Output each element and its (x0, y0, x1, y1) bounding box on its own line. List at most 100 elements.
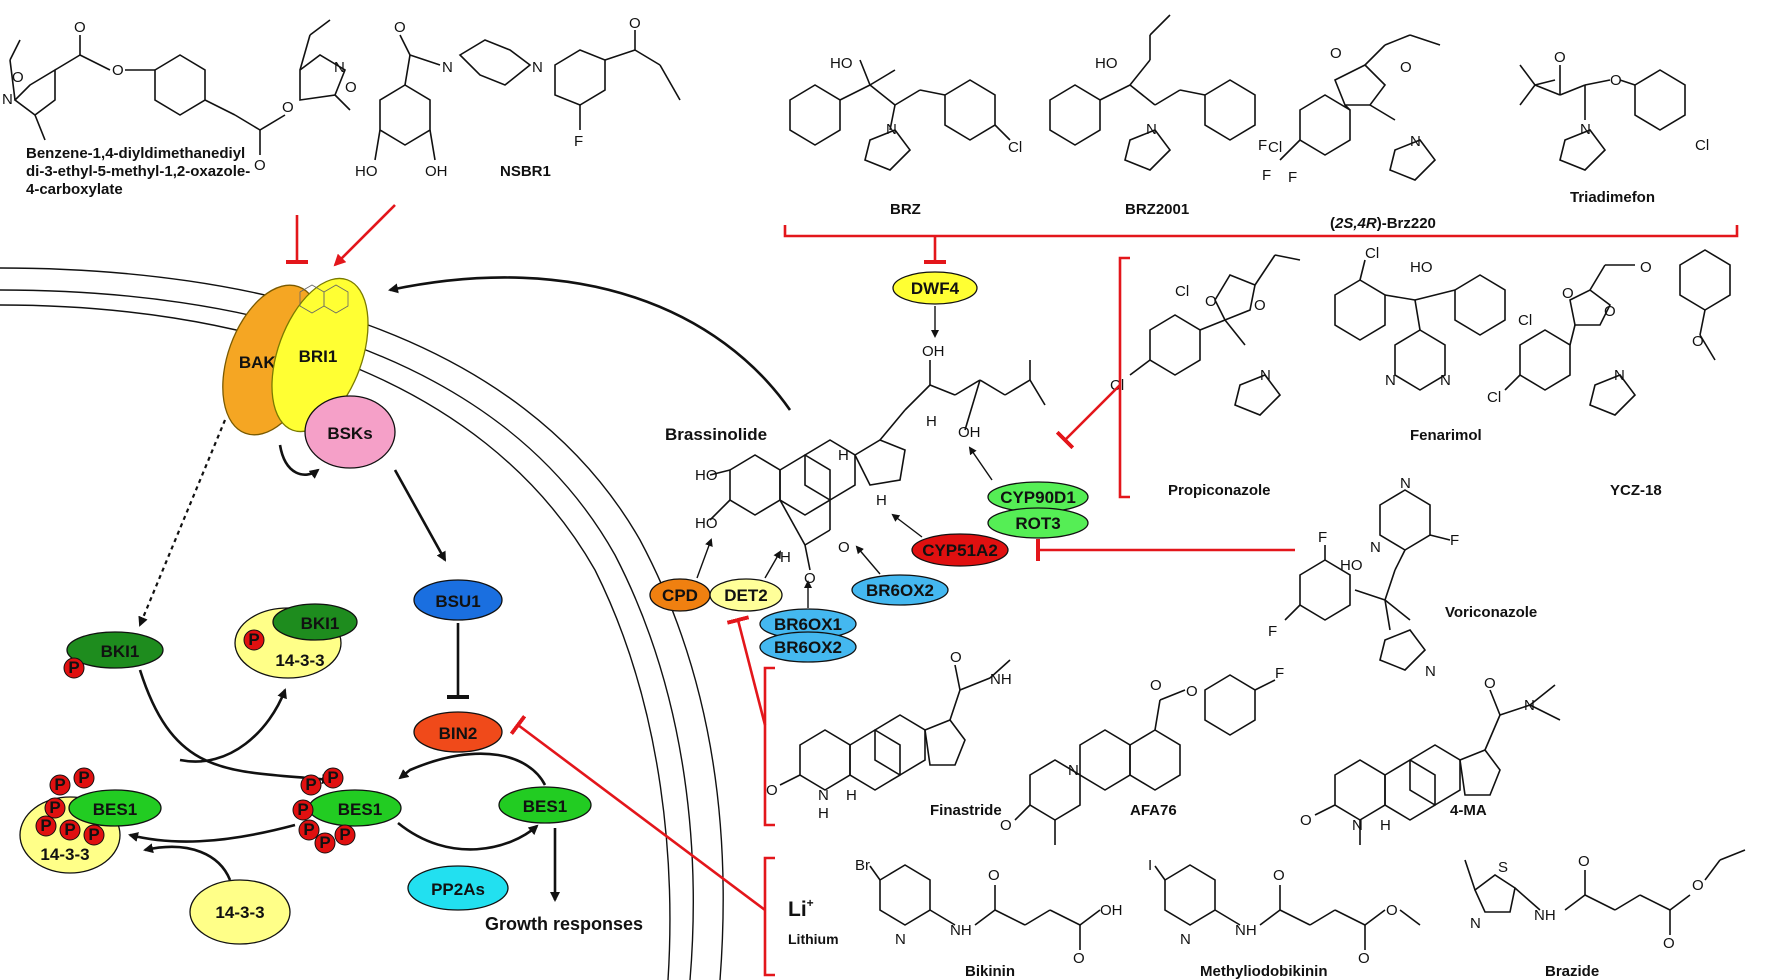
phospho-label: P (49, 798, 60, 817)
nsbr1-label: NSBR1 (500, 163, 551, 180)
br6ox2-label: BR6OX2 (866, 581, 934, 600)
lithium-symbol-text: Li (788, 898, 807, 921)
atom-o: O (838, 539, 850, 556)
bki1-1433-complex: 14-3-3 BKI1 P (234, 603, 358, 679)
atom-o: O (1562, 285, 1574, 302)
bsks-label: BSKs (327, 424, 372, 443)
atom-n: N (1524, 697, 1535, 714)
atom-n: N (1260, 367, 1271, 384)
phospho-label: P (64, 820, 75, 839)
phospho-label: P (327, 768, 338, 787)
br6ox1-node: BR6OX1 (759, 608, 857, 640)
benzene-diyl-oxazole-structure: O N O O O O N O (2, 19, 357, 174)
atom-n: N (1400, 475, 1411, 492)
atom-cl: Cl (1487, 389, 1501, 406)
atom-n: N (818, 787, 829, 804)
atom-o: O (1554, 49, 1566, 66)
bsks-to-bsu1-arrow (393, 469, 447, 562)
atom-n: N (1146, 121, 1157, 138)
ycz18-structure: O O O O Cl N (1487, 249, 1731, 416)
atom-o: O (1073, 950, 1085, 967)
atom-h: H (1380, 817, 1391, 834)
finastride-label: Finastride (930, 802, 1002, 819)
brassinolide-bound-icon (299, 284, 349, 314)
atom-s: S (1498, 859, 1508, 876)
atom-nh: NH (950, 922, 972, 939)
atom-h: H (876, 492, 887, 509)
bin2-phosphorylation-arrow (398, 752, 547, 786)
atom-n: N (532, 59, 543, 76)
atom-o: O (1578, 853, 1590, 870)
phospho-label: P (54, 775, 65, 794)
cyp51a2-label: CYP51A2 (922, 541, 998, 560)
pp2as-label: PP2As (431, 880, 485, 899)
bki1-to-bes1-arrow (138, 669, 332, 785)
atom-ho: HO (695, 467, 718, 484)
p1433-free-label: 14-3-3 (215, 903, 264, 922)
atom-o: O (1692, 877, 1704, 894)
atom-n: N (895, 931, 906, 948)
phospho-label: P (68, 658, 79, 677)
atom-n: N (1410, 133, 1421, 150)
methyliodobikinin-structure: I N NH O O O (1148, 857, 1421, 967)
benzene-diyl-label-line1: Benzene-1,4-diyldimethanediyl (26, 145, 245, 162)
br6ox1-label: BR6OX1 (774, 615, 842, 634)
p1433-binding-arrow (143, 843, 232, 881)
benzene-diyl-label-line2: di-3-ethyl-5-methyl-1,2-oxazole- (26, 163, 250, 180)
triadimefon-structure: O O N Cl (1519, 49, 1709, 171)
benzene-diyl-label-line3: 4-carboxylate (26, 181, 123, 198)
cyp51a2-arrow (891, 513, 923, 538)
atom-n: N (1440, 372, 1451, 389)
lithium-charge: + (807, 896, 814, 910)
brazide-structure: S N NH O O O (1464, 849, 1746, 952)
atom-f: F (1262, 167, 1271, 184)
atom-o: O (804, 570, 816, 587)
atom-h: H (846, 787, 857, 804)
growth-responses-label: Growth responses (485, 914, 643, 934)
br6ox2-lower-node: BR6OX2 (759, 631, 857, 663)
propiconazole-label: Propiconazole (1168, 482, 1271, 499)
atom-h: H (780, 549, 791, 566)
atom-o: O (112, 62, 124, 79)
ycz18-label: YCZ-18 (1610, 482, 1662, 499)
atom-o: O (1254, 297, 1266, 314)
cyp51a2-node: CYP51A2 (911, 533, 1009, 567)
p1433-left-label: 14-3-3 (40, 845, 89, 864)
atom-n: N (442, 59, 453, 76)
phospho-label: P (40, 816, 51, 835)
atom-oh: OH (922, 343, 945, 360)
ma4-structure: O N O N H (1300, 675, 1561, 845)
atom-cl: Cl (1008, 139, 1022, 156)
atom-n: N (334, 59, 345, 76)
atom-o: O (1273, 867, 1285, 884)
afa76-label: AFA76 (1130, 802, 1177, 819)
atom-n: N (886, 121, 897, 138)
br6ox2-node: BR6OX2 (851, 574, 949, 606)
atom-o: O (12, 69, 24, 86)
atom-h: H (818, 805, 829, 822)
voriconazole-label: Voriconazole (1445, 604, 1537, 621)
methyliodobikinin-label: Methyliodobikinin (1200, 963, 1328, 980)
det2-arrow (764, 550, 781, 579)
phospho-label: P (78, 768, 89, 787)
br6ox2-arrow (855, 545, 881, 575)
cpd-label: CPD (662, 586, 698, 605)
bes1-right-node: BES1 (498, 786, 592, 824)
bes1-middle-node: BES1 (308, 789, 402, 827)
atom-o: O (629, 15, 641, 32)
atom-o: O (345, 79, 357, 96)
atom-o: O (282, 99, 294, 116)
atom-cl: Cl (1695, 137, 1709, 154)
atom-o: O (254, 157, 266, 174)
brz2001-label: BRZ2001 (1125, 201, 1189, 218)
lithium-bracket-inhibition (509, 714, 775, 977)
bes1-left-phospho-group: P P P P P P (35, 767, 105, 846)
steroid-bracket-inhibition (726, 615, 775, 827)
atom-o: O (1300, 812, 1312, 829)
p1433-free-node: 14-3-3 (189, 879, 291, 945)
atom-n: N (1068, 762, 1079, 779)
atom-n: N (1385, 372, 1396, 389)
phospho-label: P (248, 630, 259, 649)
